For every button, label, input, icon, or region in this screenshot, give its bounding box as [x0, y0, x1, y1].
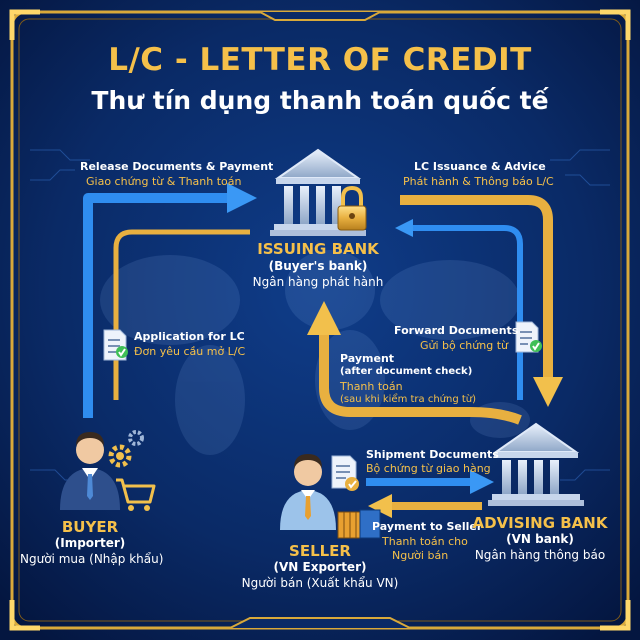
flow-forward-vn: Gửi bộ chứng từ — [420, 339, 508, 352]
flow-payment-vn2: (sau khi kiểm tra chứng từ) — [340, 394, 477, 405]
world-map-texture — [100, 250, 530, 455]
flow-pay-seller-en: Payment to Seller — [372, 520, 483, 533]
issuing-bank-name: ISSUING BANK — [257, 240, 379, 258]
flow-application-en: Application for LC — [134, 330, 245, 343]
flow-issuance-vn: Phát hành & Thông báo L/C — [403, 175, 554, 188]
advising-bank-role: (VN bank) — [506, 532, 574, 546]
check-icon — [116, 346, 128, 358]
gear-icon — [128, 430, 144, 446]
cargo-box-icon — [337, 509, 381, 539]
arrow-application-lc — [113, 229, 250, 400]
title-prefix: L/C - — [108, 42, 200, 78]
flow-payment-en2: (after document check) — [340, 366, 473, 377]
cart-icon — [116, 478, 156, 511]
page-subtitle: Thư tín dụng thanh toán quốc tế — [91, 86, 549, 115]
flow-shipment-vn: Bộ chứng từ giao hàng — [366, 462, 491, 475]
person-icon — [60, 432, 120, 510]
seller-vn: Người bán (Xuất khẩu VN) — [241, 576, 399, 590]
flow-pay-seller-vn2: Người bán — [392, 549, 449, 562]
flow-payment-en: Payment — [340, 352, 395, 365]
advising-bank-name: ADVISING BANK — [472, 514, 608, 532]
gold-frame — [9, 9, 631, 631]
arrow-lc-issuance — [400, 195, 563, 407]
bank-icon — [488, 422, 584, 506]
flow-shipment-en: Shipment Documents — [366, 448, 499, 461]
gear-icon — [108, 444, 132, 468]
check-icon — [345, 477, 359, 491]
flow-payment-vn: Thanh toán — [340, 380, 403, 393]
circuit-decoration — [30, 149, 610, 481]
buyer-role: (Importer) — [54, 536, 126, 550]
buyer-name: BUYER — [61, 518, 119, 536]
arrow-payment-after-check — [306, 300, 522, 425]
buyer-vn: Người mua (Nhập khẩu) — [20, 552, 164, 566]
flow-release-vn: Giao chứng từ & Thanh toán — [86, 175, 242, 188]
flow-application-vn: Đơn yêu cầu mở L/C — [134, 345, 246, 358]
person-icon — [280, 454, 336, 530]
flow-issuance-en: LC Issuance & Advice — [414, 160, 546, 173]
advising-bank-vn: Ngân hàng thông báo — [474, 548, 606, 562]
arrow-forward-documents — [395, 219, 523, 400]
page-title: L/C - LETTER OF CREDIT — [0, 42, 640, 78]
issuing-bank-vn: Ngân hàng phát hành — [252, 275, 384, 289]
issuing-bank-role: (Buyer's bank) — [268, 259, 368, 273]
flow-forward-en: Forward Documents — [394, 324, 519, 337]
title-main: LETTER OF CREDIT — [199, 42, 532, 78]
seller-role: (VN Exporter) — [273, 560, 367, 574]
bank-icon — [270, 148, 366, 236]
lock-icon — [337, 185, 367, 231]
arrow-release-documents — [83, 183, 257, 418]
flow-release-en: Release Documents & Payment — [80, 160, 274, 173]
flow-pay-seller-vn: Thanh toán cho — [382, 535, 468, 548]
check-icon — [530, 340, 542, 352]
seller-name: SELLER — [289, 542, 351, 560]
